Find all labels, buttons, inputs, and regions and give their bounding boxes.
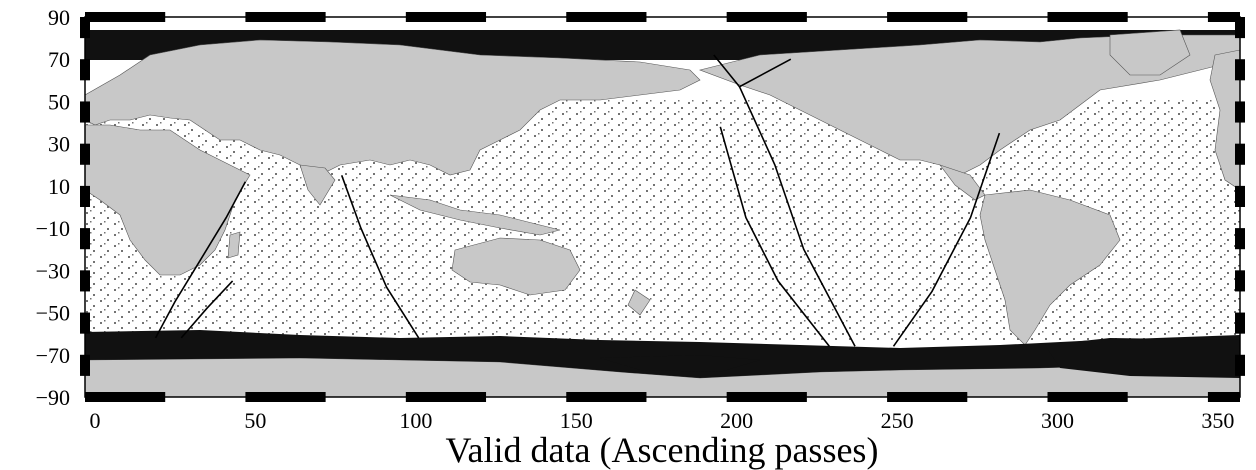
- frame-segment-left: [80, 228, 90, 250]
- satellite-track: [154, 181, 247, 339]
- land-eurasia: [85, 39, 701, 176]
- satellite-tracks: [154, 54, 1001, 347]
- frame-segment-right: [1235, 185, 1245, 207]
- frame-segment-top: [245, 12, 326, 22]
- x-tick-label: 100: [399, 408, 432, 433]
- satellite-track: [719, 126, 830, 347]
- frame-segment-bottom: [726, 392, 807, 402]
- frame-segment-left: [80, 143, 90, 165]
- land-western-europe: [1209, 49, 1240, 191]
- land-north-america: [698, 34, 1240, 176]
- frame-segment-top: [566, 12, 647, 22]
- ice-shelf-ross: [600, 355, 760, 372]
- land-indonesia: [389, 194, 561, 236]
- y-tick-label: −90: [36, 385, 70, 410]
- frame-segment-right: [1235, 312, 1245, 334]
- land-australia: [451, 237, 581, 296]
- land-greenland: [1109, 29, 1191, 76]
- y-tick-label: −50: [36, 301, 70, 326]
- y-axis-tick-labels: 90 70 50 30 10 −10 −30 −50 −70 −90: [36, 5, 70, 410]
- frame-segment-top: [85, 12, 166, 22]
- x-tick-label: 250: [881, 408, 914, 433]
- land-africa: [85, 124, 251, 276]
- y-tick-label: 50: [48, 89, 70, 114]
- y-tick-label: −30: [36, 258, 70, 283]
- ice-shelf-weddell: [1045, 338, 1240, 378]
- y-tick-label: 90: [48, 5, 70, 30]
- y-tick-label: −10: [36, 216, 70, 241]
- frame-segment-right: [1235, 228, 1245, 250]
- x-tick-label: 150: [560, 408, 593, 433]
- southern-ocean-data-band: [85, 330, 1240, 378]
- frame-segment-bottom: [85, 392, 166, 402]
- frame-segment-left: [80, 101, 90, 123]
- land-central-america: [939, 164, 986, 201]
- frame-segment-bottom: [1047, 392, 1128, 402]
- southern-band-main: [85, 330, 1240, 378]
- frame-segment-top: [726, 12, 807, 22]
- satellite-track: [180, 280, 234, 339]
- frame-segment-left: [80, 270, 90, 292]
- frame-segment-right: [1235, 354, 1245, 376]
- frame-segment-bottom: [405, 392, 487, 402]
- frame-segment-right: [1235, 143, 1245, 165]
- y-tick-label: 70: [48, 47, 70, 72]
- frame-segment-top: [405, 12, 487, 22]
- land-newzealand: [627, 289, 651, 316]
- y-tick-label: 10: [48, 174, 70, 199]
- x-tick-label: 200: [720, 408, 753, 433]
- frame-segment-top: [1047, 12, 1128, 22]
- land-india: [299, 164, 336, 206]
- frame-segment-right: [1235, 101, 1245, 123]
- frame-segment-left: [80, 17, 90, 39]
- frame-segment-left: [80, 185, 90, 207]
- y-tick-label: −70: [36, 343, 70, 368]
- plot-area: [85, 17, 1240, 397]
- satellite-track: [713, 54, 792, 88]
- frame-segment-right: [1235, 270, 1245, 292]
- y-tick-label: 30: [48, 132, 70, 157]
- x-tick-label: 300: [1041, 408, 1074, 433]
- frame-segment-right: [1235, 59, 1245, 81]
- map-frame: [80, 12, 1245, 402]
- x-tick-label: 350: [1201, 408, 1234, 433]
- frame-segment-bottom: [566, 392, 647, 402]
- x-tick-label: 0: [90, 408, 101, 433]
- x-axis-title: Valid data (Ascending passes): [446, 430, 879, 470]
- x-axis-tick-labels: 0 50 100 150 200 250 300 350: [90, 408, 1235, 433]
- land-madagascar: [227, 231, 241, 259]
- frame-segment-bottom: [245, 392, 326, 402]
- satellite-track: [738, 86, 856, 347]
- satellite-track: [892, 132, 1001, 347]
- land-south-america: [979, 189, 1121, 346]
- x-tick-label: 50: [244, 408, 266, 433]
- frame-segment-left: [80, 59, 90, 81]
- frame-segment-bottom: [887, 392, 968, 402]
- frame-segment-top: [887, 12, 968, 22]
- frame-segment-top: [1207, 12, 1240, 22]
- satellite-track: [340, 175, 420, 339]
- frame-segment-left: [80, 312, 90, 334]
- frame-segment-left: [80, 354, 90, 376]
- frame-segment-right: [1235, 17, 1245, 39]
- frame-segment-bottom: [1207, 392, 1240, 402]
